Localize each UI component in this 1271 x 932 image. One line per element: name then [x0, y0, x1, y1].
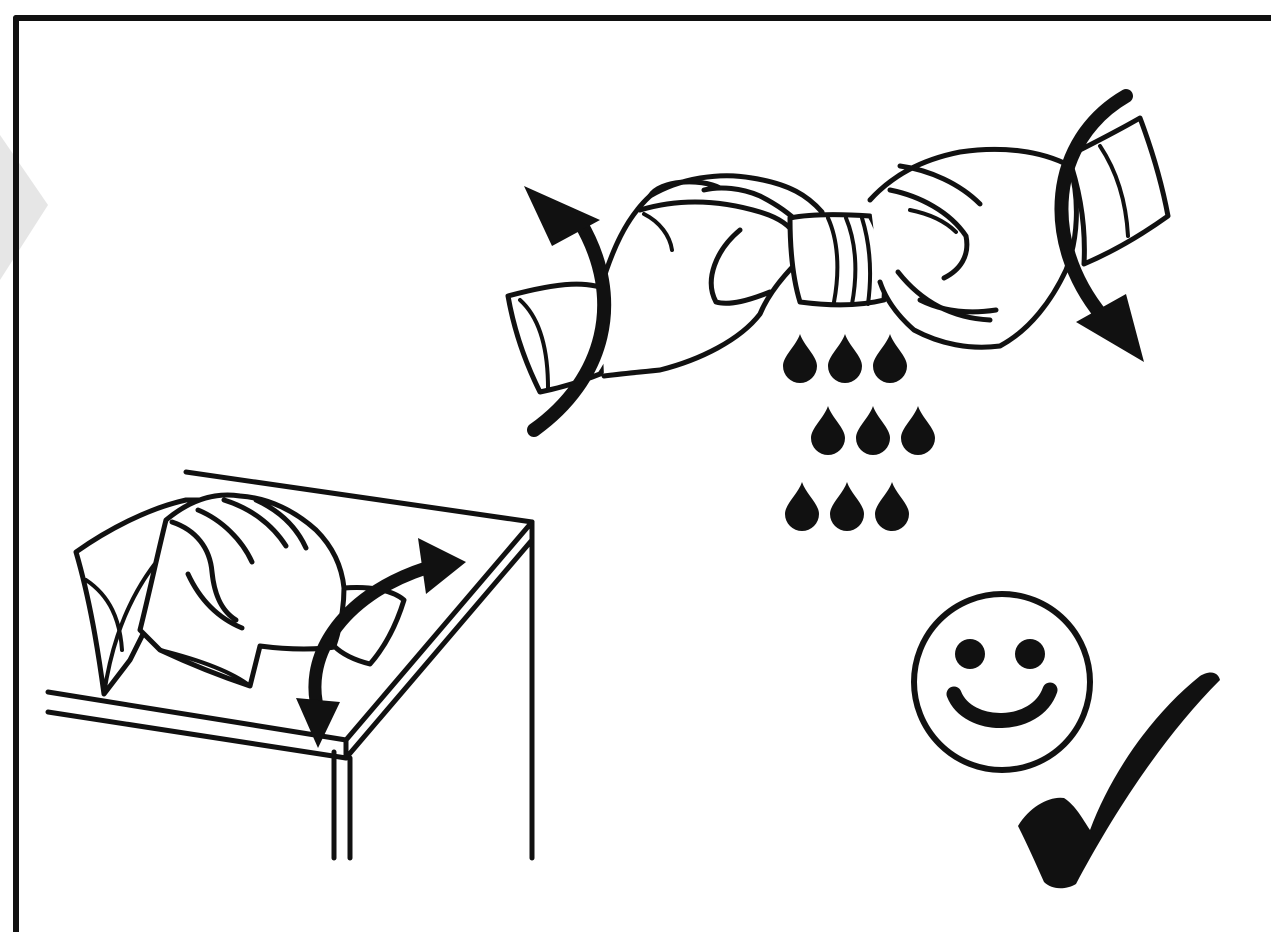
water-drop-icon [901, 406, 935, 455]
left-hand-icon [600, 176, 823, 376]
water-drop-icon [856, 406, 890, 455]
water-drop-icon [873, 334, 907, 383]
water-drop-icon [785, 482, 819, 531]
wrung-cloth-icon [790, 215, 884, 305]
water-drop-icon [828, 334, 862, 383]
wipe-surface-scene [48, 472, 532, 858]
water-drop-icon [783, 334, 817, 383]
wring-cloth-scene [508, 96, 1168, 531]
water-drops-icon [783, 334, 935, 531]
right-hand-icon [870, 149, 1076, 347]
watermark-shape [0, 135, 48, 280]
smiley-face-icon [914, 594, 1090, 770]
approval-scene [914, 594, 1220, 888]
water-drop-icon [875, 482, 909, 531]
water-drop-icon [811, 406, 845, 455]
water-drop-icon [830, 482, 864, 531]
